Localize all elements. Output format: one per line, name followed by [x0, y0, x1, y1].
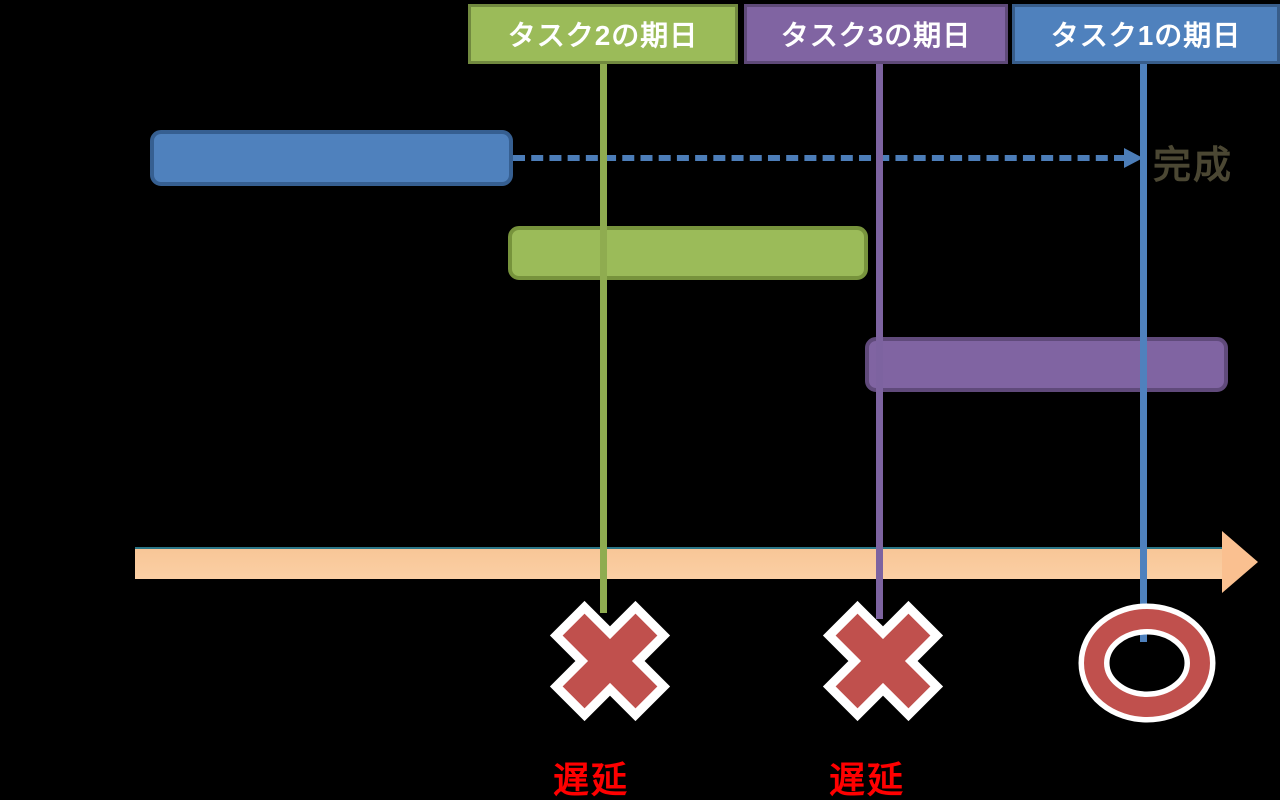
task2-bar [508, 226, 868, 280]
deadline-box-task1-label: タスク1の期日 [1050, 20, 1242, 51]
deadline-box-task2: タスク2の期日 [468, 4, 738, 64]
completion-label: 完成 [1153, 145, 1234, 187]
timeline-arrow-body [135, 547, 1222, 579]
circle-mark-icon-task1 [1078, 603, 1216, 723]
delay-label-task3: 遅延 [828, 759, 905, 800]
task3-bar [865, 337, 1228, 392]
task1-progress-arrowhead-icon [1124, 148, 1143, 168]
task3-deadline-line [876, 64, 883, 619]
cross-mark-icon-task3 [822, 600, 944, 722]
deadline-box-task2-label: タスク2の期日 [507, 20, 699, 51]
task2-deadline-line [600, 64, 607, 613]
delay-label-task2: 遅延 [552, 759, 629, 800]
task1-progress-dashed-line [513, 155, 1126, 161]
deadline-box-task3: タスク3の期日 [744, 4, 1008, 64]
cross-mark-icon-task2 [549, 600, 671, 722]
task1-bar [150, 130, 513, 186]
deadline-box-task1: タスク1の期日 [1012, 4, 1280, 64]
deadline-box-task3-label: タスク3の期日 [780, 20, 972, 51]
timeline-arrowhead-icon [1222, 531, 1258, 593]
task1-deadline-line [1140, 64, 1147, 642]
